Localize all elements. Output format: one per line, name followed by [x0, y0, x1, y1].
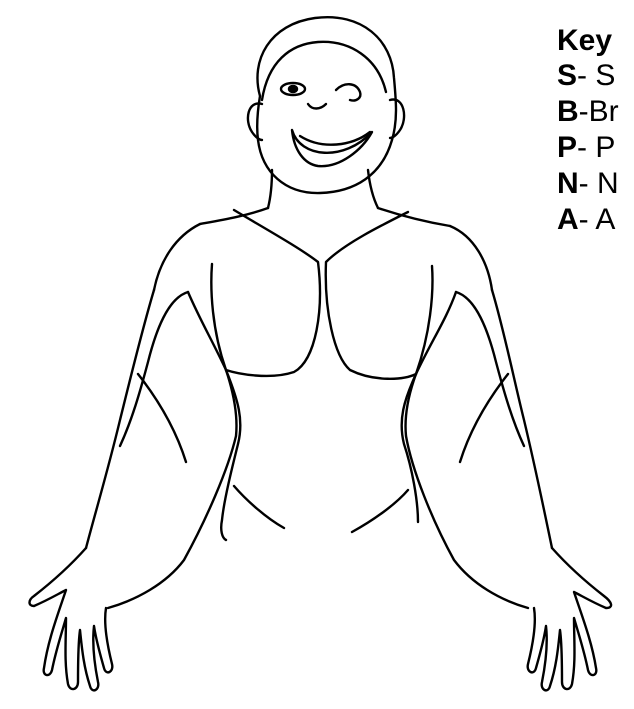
key-text: - P — [577, 131, 615, 164]
key-text: -Br — [579, 95, 619, 128]
key-text: - N — [579, 167, 619, 200]
left-chest — [211, 210, 320, 376]
left-ear — [248, 103, 262, 140]
neck-left — [268, 170, 272, 208]
left-bicep — [120, 292, 188, 446]
key-letter: S — [557, 59, 577, 92]
key-legend: Key S- S B-Br P- P N- N A- A — [557, 24, 619, 238]
left-forearm-line — [138, 374, 186, 462]
left-upper-arm-inner — [188, 292, 226, 370]
left-upper-arm-outer — [86, 290, 154, 548]
right-upper-arm-inner — [416, 292, 456, 374]
shoulder-line-right — [378, 208, 450, 226]
mouth — [292, 130, 372, 166]
right-upper-arm-outer — [492, 290, 552, 548]
key-letter: A — [557, 203, 579, 236]
right-chest — [326, 212, 433, 379]
key-text: - S — [577, 59, 615, 92]
left-pupil — [289, 86, 297, 92]
neck-right — [368, 170, 378, 208]
right-deltoid — [450, 226, 492, 290]
key-row-n: N- N — [557, 166, 619, 202]
right-hand — [528, 548, 611, 690]
key-row-b: B-Br — [557, 94, 619, 130]
key-row-a: A- A — [557, 202, 619, 238]
key-text: - A — [579, 203, 616, 236]
right-bicep — [456, 292, 524, 446]
key-letter: P — [557, 131, 577, 164]
waist-curve-right — [352, 490, 408, 532]
key-row-s: S- S — [557, 58, 619, 94]
key-letter: B — [557, 95, 579, 128]
right-eye-wink — [336, 84, 360, 100]
left-deltoid — [154, 224, 200, 290]
waist-curve-left — [234, 486, 284, 528]
right-forearm-line — [460, 374, 508, 462]
key-row-p: P- P — [557, 130, 619, 166]
nose — [308, 104, 326, 109]
left-forearm-inner — [108, 370, 237, 608]
key-letter: N — [557, 167, 579, 200]
left-hand — [30, 548, 113, 690]
key-title: Key — [557, 24, 619, 58]
